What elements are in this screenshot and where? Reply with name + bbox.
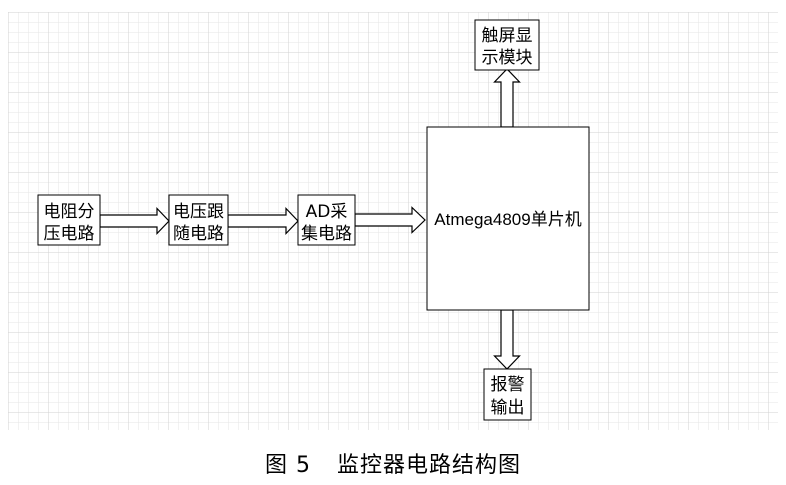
figure-number: 图 5 — [264, 453, 311, 478]
block-mcu: Atmega4809单片机 — [426, 126, 590, 311]
arrow-adc-to-mcu — [354, 206, 426, 234]
block-mcu-label: Atmega4809单片机 — [434, 210, 581, 229]
arrow-divider-to-follower — [99, 207, 170, 235]
block-divider-line1: 电阻分 — [44, 202, 95, 222]
block-adc: AD采 集电路 — [297, 194, 356, 246]
block-divider: 电阻分 压电路 — [37, 194, 101, 246]
arrow-mcu-to-alarm — [493, 309, 521, 370]
circuit-block-diagram: 电阻分 压电路 电压跟 随电路 AD采 集电路 Atmega4809单片机 触屏… — [8, 12, 778, 430]
arrow-mcu-to-display — [493, 68, 521, 128]
block-alarm-line1: 报警 — [491, 375, 525, 395]
block-follower: 电压跟 随电路 — [168, 194, 229, 246]
block-alarm: 报警 输出 — [483, 368, 532, 421]
figure-caption: 图 5 监控器电路结构图 — [0, 447, 786, 479]
block-alarm-line2: 输出 — [491, 398, 525, 418]
block-follower-line2: 随电路 — [173, 224, 224, 244]
block-display-line1: 触屏显 — [482, 26, 533, 46]
arrow-follower-to-adc — [227, 207, 299, 235]
block-follower-line1: 电压跟 — [173, 202, 224, 222]
block-display-line2: 示模块 — [482, 48, 533, 68]
figure-title: 监控器电路结构图 — [336, 453, 521, 478]
block-adc-line1: AD采 — [306, 202, 348, 222]
block-adc-line2: 集电路 — [301, 224, 352, 244]
block-display: 触屏显 示模块 — [474, 19, 540, 71]
block-divider-line2: 压电路 — [44, 224, 95, 244]
